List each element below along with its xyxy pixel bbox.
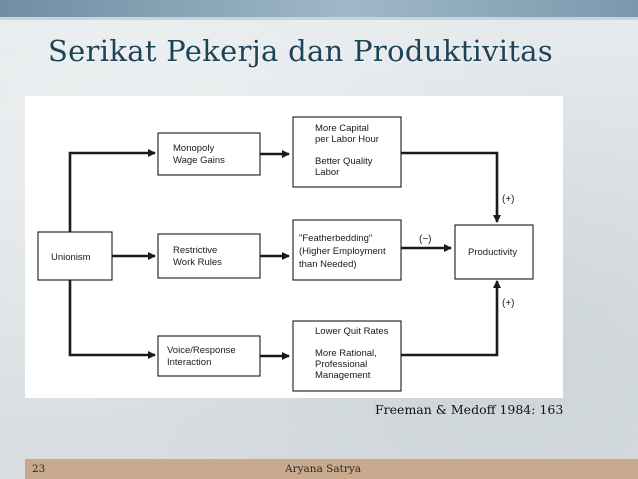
box-productivity: Productivity <box>454 224 534 280</box>
box-restrictive-line: Restrictive <box>173 245 217 256</box>
connectors <box>68 149 501 360</box>
box-capital-text: More Capital per Labor Hour Better Quali… <box>315 123 382 178</box>
box-productivity-line: Productivity <box>468 247 517 258</box>
top-accent-stripe <box>0 17 638 20</box>
box-monopoly-line: Wage Gains <box>173 155 225 166</box>
box-capital: More Capital per Labor Hour Better Quali… <box>292 116 402 188</box>
box-featherbedding-line: (Higher Employment <box>299 246 386 257</box>
box-quit: Lower Quit Rates More Rational, Professi… <box>292 320 402 392</box>
box-productivity-text: Productivity <box>468 247 517 258</box>
sign-middle: (−) <box>419 234 432 245</box>
box-quit-text: Lower Quit Rates More Rational, Professi… <box>315 326 391 381</box>
box-unionism-line: Unionism <box>51 252 91 263</box>
diagram-svg: Unionism Monopoly Wage Gains Restrictive… <box>37 116 534 392</box>
arrow-quit-to-productivity <box>401 280 501 357</box>
box-featherbedding-line: than Needed) <box>299 259 357 270</box>
box-monopoly-line: Monopoly <box>173 143 214 154</box>
sign-bottom: (+) <box>502 298 515 309</box>
box-unionism-text: Unionism <box>51 252 91 263</box>
box-voice: Voice/Response Interaction <box>157 335 261 377</box>
box-voice-line: Voice/Response <box>167 345 236 356</box>
slide-title: Serikat Pekerja dan Produktivitas <box>48 34 554 68</box>
box-quit-line: Professional <box>315 359 367 370</box>
box-unionism: Unionism <box>37 231 113 281</box>
footer-bar <box>25 459 638 479</box>
box-voice-text: Voice/Response Interaction <box>167 345 238 368</box>
diagram-image: Unionism Monopoly Wage Gains Restrictive… <box>25 96 563 398</box>
author-name: Aryana Satrya <box>285 463 362 475</box>
box-featherbedding: "Featherbedding" (Higher Employment than… <box>292 219 402 281</box>
box-quit-line: Management <box>315 370 371 381</box>
box-featherbedding-line: "Featherbedding" <box>299 233 372 244</box>
sign-top: (+) <box>502 194 515 205</box>
top-accent-bar <box>0 0 638 17</box>
page-number: 23 <box>32 463 46 475</box>
box-monopoly-text: Monopoly Wage Gains <box>173 143 225 166</box>
box-quit-line: More Rational, <box>315 348 377 359</box>
box-capital-line: Better Quality <box>315 156 373 167</box>
box-capital-line: More Capital <box>315 123 369 134</box>
arrow-unionism-to-monopoly <box>68 149 156 232</box>
box-monopoly: Monopoly Wage Gains <box>157 132 261 176</box>
box-capital-line: Labor <box>315 167 339 178</box>
box-restrictive-text: Restrictive Work Rules <box>173 245 222 268</box>
arrow-unionism-to-voice <box>68 280 156 359</box>
box-restrictive: Restrictive Work Rules <box>157 233 261 279</box>
box-voice-line: Interaction <box>167 357 211 368</box>
citation: Freeman & Medoff 1984: 163 <box>375 402 564 417</box>
box-featherbedding-text: "Featherbedding" (Higher Employment than… <box>299 233 388 270</box>
arrow-capital-to-productivity <box>401 151 501 223</box>
box-restrictive-line: Work Rules <box>173 257 222 268</box>
box-capital-line: per Labor Hour <box>315 134 379 145</box>
box-quit-line: Lower Quit Rates <box>315 326 389 337</box>
